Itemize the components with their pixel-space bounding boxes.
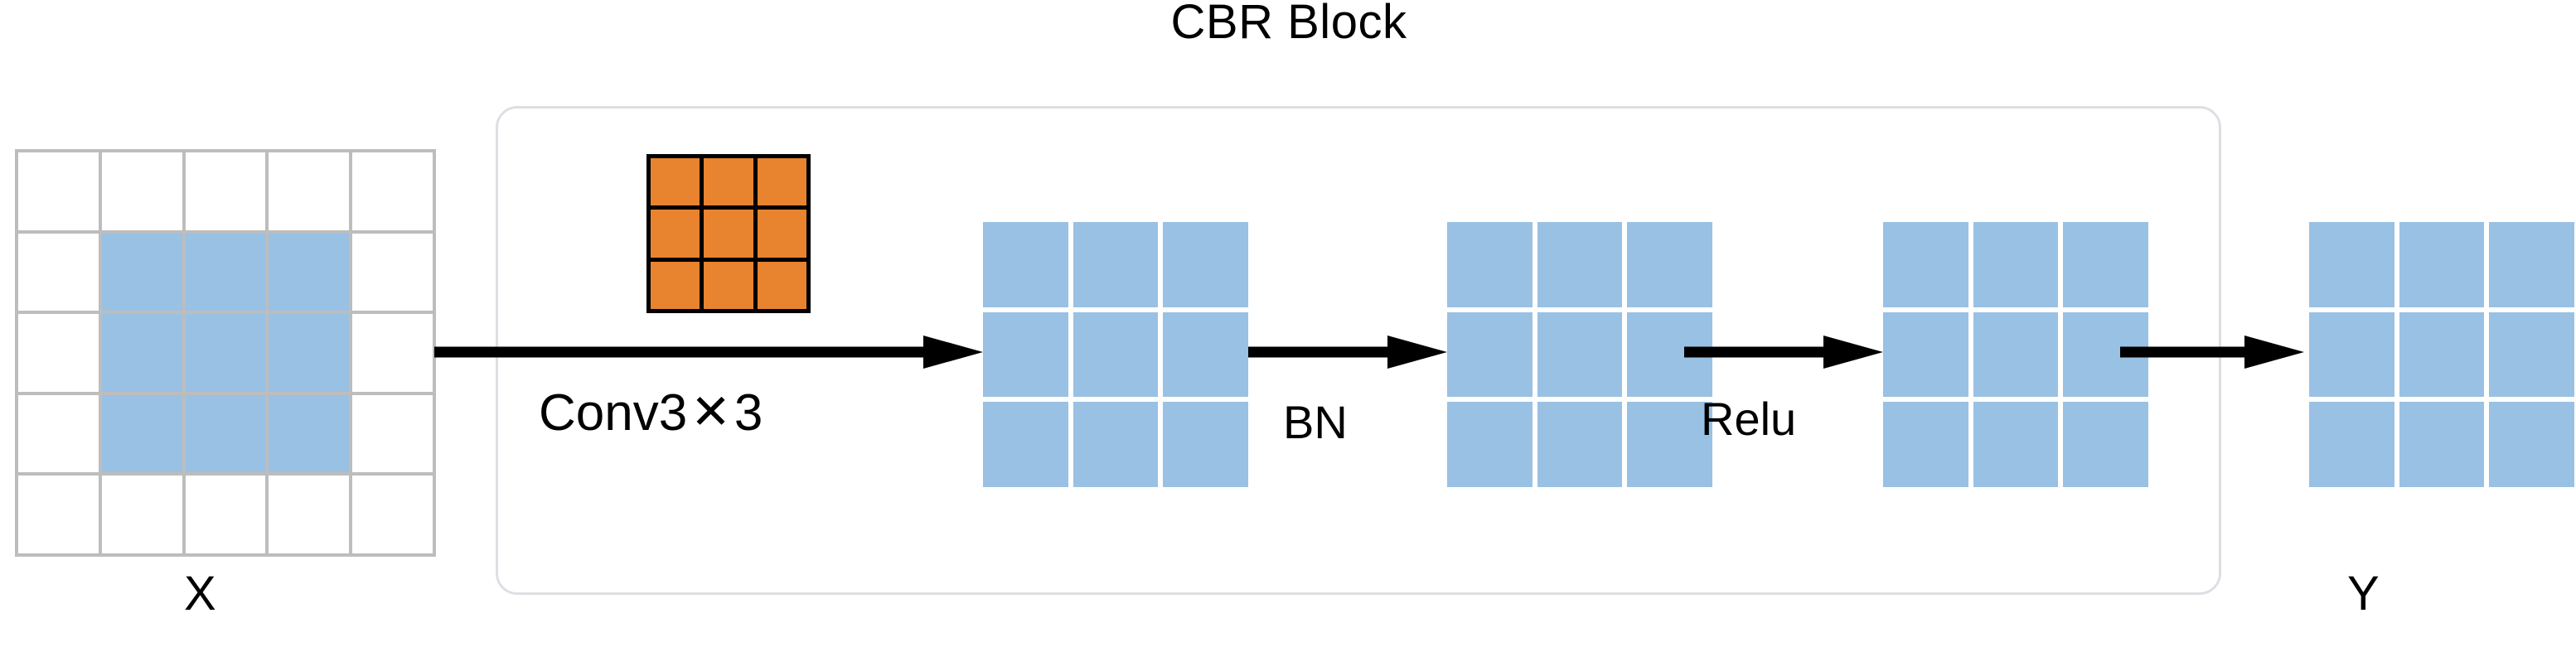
fmap-cell <box>983 311 1068 398</box>
fmap-cell <box>1073 402 1159 487</box>
fmap-cell <box>983 222 1068 307</box>
input-feature-grid-x <box>15 149 436 557</box>
arrow-bn <box>1248 336 1447 369</box>
op-label-relu: Relu <box>1701 393 1797 445</box>
fmap-cell <box>1163 222 1248 307</box>
fmap-cell <box>2489 222 2574 307</box>
fmap-cell <box>2489 402 2574 487</box>
fmap-cell <box>1163 402 1248 487</box>
grid-cell <box>101 476 182 553</box>
arrow-conv <box>434 336 983 369</box>
conv-label-suffix: 3 <box>734 384 763 442</box>
op-label-bn: BN <box>1283 396 1348 448</box>
grid-cell-highlighted <box>185 233 266 311</box>
grid-cell <box>352 394 433 473</box>
grid-cell <box>185 152 266 230</box>
fmap-cell <box>1973 311 2059 398</box>
grid-cell <box>352 152 433 230</box>
fmap-cell <box>1073 222 1159 307</box>
grid-cell-highlighted <box>185 394 266 473</box>
fmap-cell <box>1973 402 2059 487</box>
kernel-cell <box>651 210 700 258</box>
fmap-cell <box>1163 311 1248 398</box>
cbr-block-title: CBR Block <box>1170 0 1407 49</box>
fmap-cell <box>2399 311 2485 398</box>
grid-cell-highlighted <box>269 233 350 311</box>
grid-cell <box>352 233 433 311</box>
grid-cell <box>352 476 433 553</box>
fmap-cell <box>2489 311 2574 398</box>
fmap-cell <box>2309 402 2394 487</box>
fmap-cell <box>1883 222 1968 307</box>
fmap-cell <box>2063 402 2148 487</box>
kernel-cell <box>651 158 700 206</box>
kernel-cell <box>757 158 806 206</box>
multiply-icon: ✕ <box>690 385 731 439</box>
grid-cell <box>18 394 99 473</box>
fmap-cell <box>2309 222 2394 307</box>
grid-cell-highlighted <box>185 314 266 392</box>
grid-cell <box>101 152 182 230</box>
output-label-y: Y <box>2347 567 2380 620</box>
fmap-cell <box>1973 222 2059 307</box>
grid-cell <box>352 314 433 392</box>
grid-cell-highlighted <box>101 394 182 473</box>
grid-cell <box>269 476 350 553</box>
fmap-cell <box>1447 402 1533 487</box>
arrow-output <box>2120 336 2304 369</box>
kernel-cell <box>704 261 753 309</box>
kernel-cell <box>704 210 753 258</box>
feature-map-bn <box>1447 222 1712 487</box>
fmap-cell <box>983 402 1068 487</box>
fmap-cell <box>1627 222 1712 307</box>
grid-cell-highlighted <box>269 394 350 473</box>
grid-cell <box>18 152 99 230</box>
grid-cell-highlighted <box>269 314 350 392</box>
grid-cell-highlighted <box>101 314 182 392</box>
fmap-cell <box>2399 402 2485 487</box>
kernel-cell <box>757 261 806 309</box>
fmap-cell <box>1883 311 1968 398</box>
grid-cell <box>18 233 99 311</box>
kernel-cell <box>704 158 753 206</box>
feature-map-conv <box>983 222 1248 487</box>
output-feature-map-y <box>2309 222 2574 487</box>
fmap-cell <box>2309 311 2394 398</box>
input-label-x: X <box>184 567 216 620</box>
grid-cell <box>18 314 99 392</box>
grid-cell <box>185 476 266 553</box>
op-label-conv: Conv3✕3 <box>539 388 763 439</box>
fmap-cell <box>1073 311 1159 398</box>
fmap-cell <box>2399 222 2485 307</box>
fmap-cell <box>1627 402 1712 487</box>
grid-cell <box>18 476 99 553</box>
fmap-cell <box>1447 222 1533 307</box>
fmap-cell <box>1537 311 1623 398</box>
grid-cell-highlighted <box>101 233 182 311</box>
conv-label-prefix: Conv3 <box>539 384 688 442</box>
fmap-cell <box>2063 222 2148 307</box>
kernel-cell <box>651 261 700 309</box>
conv-kernel-3x3 <box>646 154 811 313</box>
fmap-cell <box>1447 311 1533 398</box>
feature-map-relu <box>1883 222 2148 487</box>
fmap-cell <box>1537 222 1623 307</box>
grid-cell <box>269 152 350 230</box>
kernel-cell <box>757 210 806 258</box>
fmap-cell <box>1883 402 1968 487</box>
arrow-relu <box>1684 336 1883 369</box>
fmap-cell <box>1537 402 1623 487</box>
